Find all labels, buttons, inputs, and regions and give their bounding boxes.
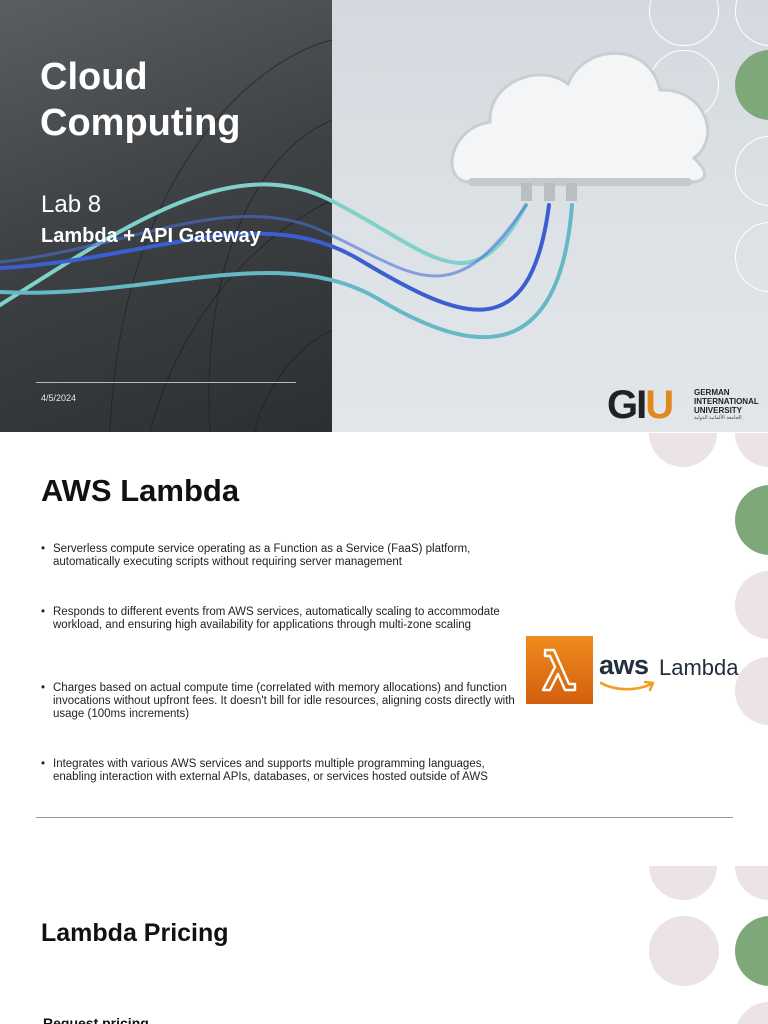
bullet-dot: • bbox=[41, 682, 46, 694]
lambda-wordmark: Lambda bbox=[659, 655, 739, 680]
pink-circle-decoration bbox=[735, 1002, 768, 1024]
title-line: Cloud bbox=[40, 56, 148, 98]
bullet-dot: • bbox=[41, 606, 46, 618]
slide-title: AWS Lambda bbox=[41, 473, 240, 508]
bullet-text: Serverless compute service operating as … bbox=[53, 543, 471, 568]
giu-name-line: UNIVERSITY bbox=[694, 406, 743, 415]
bullet-dot: • bbox=[41, 758, 46, 770]
amazon-smile-icon bbox=[599, 680, 655, 692]
green-circle-decoration bbox=[735, 916, 768, 986]
giu-letter: I bbox=[636, 383, 647, 427]
giu-name-line: GERMAN bbox=[694, 388, 730, 397]
aws-lambda-logo: aws Lambda bbox=[526, 636, 756, 704]
title-line: Computing bbox=[40, 102, 241, 144]
slide-date: 4/5/2024 bbox=[41, 393, 77, 403]
cloud-and-cables-art bbox=[0, 39, 710, 432]
bullet-item: • Responds to different events from AWS … bbox=[41, 606, 521, 632]
bullet-item: • Charges based on actual compute time (… bbox=[41, 682, 521, 721]
pink-circle-decoration bbox=[649, 866, 717, 900]
cable-icon bbox=[0, 182, 574, 340]
bullet-text: Responds to different events from AWS se… bbox=[53, 606, 500, 631]
bullet-dot: • bbox=[41, 543, 46, 555]
divider-line bbox=[36, 817, 733, 818]
lab-number: Lab 8 bbox=[41, 191, 102, 218]
bullet-text: Charges based on actual compute time (co… bbox=[53, 682, 515, 720]
title-panel bbox=[0, 0, 332, 432]
pink-circle-decoration bbox=[649, 433, 717, 467]
giu-arabic-name: الجامعة الألمانية الدولية bbox=[694, 415, 742, 421]
aws-wordmark: aws bbox=[599, 650, 649, 680]
lambda-icon bbox=[526, 636, 593, 704]
presentation-title: Cloud Computing bbox=[40, 54, 241, 146]
giu-name: GERMAN INTERNATIONAL UNIVERSITY bbox=[694, 388, 759, 415]
lab-subtitle: Lambda + API Gateway bbox=[41, 225, 261, 247]
pink-circle-decoration bbox=[649, 916, 719, 986]
cloud-icon bbox=[450, 51, 710, 186]
giu-logo: GIU GERMAN INTERNATIONAL UNIVERSITY الجا… bbox=[607, 384, 767, 426]
aws-lambda-slide: AWS Lambda • Serverless compute service … bbox=[0, 433, 768, 823]
giu-letter: U bbox=[645, 383, 674, 427]
bullet-text: Integrates with various AWS services and… bbox=[53, 758, 488, 783]
giu-name-line: INTERNATIONAL bbox=[694, 397, 759, 406]
title-slide: Cloud Computing Lab 8 Lambda + API Gatew… bbox=[0, 0, 768, 432]
slide-title: Lambda Pricing bbox=[41, 919, 229, 947]
bullet-item: • Serverless compute service operating a… bbox=[41, 543, 521, 569]
giu-letter: G bbox=[607, 383, 638, 427]
divider-line bbox=[36, 382, 296, 383]
lambda-pricing-slide: Lambda Pricing Request pricing bbox=[0, 866, 768, 1024]
bullet-item: • Integrates with various AWS services a… bbox=[41, 758, 521, 784]
pink-circle-decoration bbox=[735, 866, 768, 900]
giu-letters: GIU bbox=[607, 383, 674, 427]
pink-circle-decoration bbox=[735, 571, 768, 639]
green-circle-decoration bbox=[735, 485, 768, 555]
pink-circle-decoration bbox=[735, 433, 768, 467]
section-heading: Request pricing bbox=[43, 1015, 149, 1024]
